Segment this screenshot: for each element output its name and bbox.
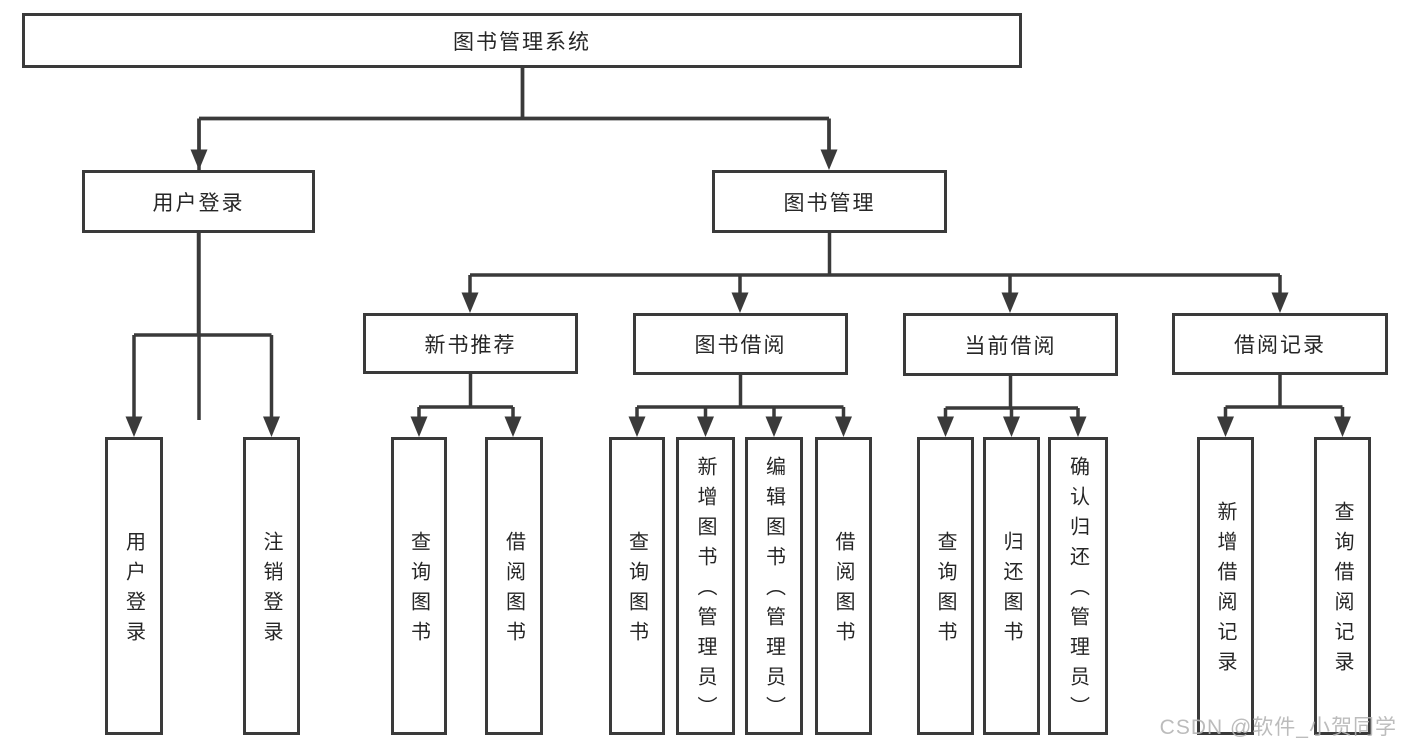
node-leaf-user-login: 用户登录	[105, 437, 163, 735]
leaf-label: 用户登录	[122, 531, 145, 651]
node-confirm-return-admin: 确认归还（管理员）	[1048, 437, 1108, 735]
node-book-management: 图书管理	[712, 170, 947, 233]
leaf-label: 查询借阅记录	[1331, 501, 1353, 681]
node-borrow-books-recommend: 借阅图书	[485, 437, 543, 735]
leaf-label: 新增借阅记录	[1214, 501, 1236, 681]
node-add-borrow-record: 新增借阅记录	[1197, 437, 1254, 735]
leaf-label: 编辑图书（管理员）	[762, 456, 785, 726]
leaf-label: 新增图书（管理员）	[694, 456, 716, 726]
node-query-books-current: 查询图书	[917, 437, 974, 735]
node-user-login: 用户登录	[82, 170, 315, 233]
node-add-book-admin: 新增图书（管理员）	[676, 437, 735, 735]
node-book-borrowing: 图书借阅	[633, 313, 848, 375]
node-query-borrow-record: 查询借阅记录	[1314, 437, 1371, 735]
leaf-label: 查询图书	[625, 531, 648, 651]
csdn-watermark: CSDN @软件_小贺同学	[1159, 716, 1397, 739]
node-query-books-recommend: 查询图书	[391, 437, 447, 735]
node-query-books-borrowing: 查询图书	[609, 437, 665, 735]
leaf-label: 查询图书	[934, 531, 956, 651]
leaf-label: 归还图书	[1000, 531, 1022, 651]
leaf-label: 确认归还（管理员）	[1066, 456, 1089, 726]
leaf-label: 注销登录	[260, 531, 282, 651]
leaf-label: 查询图书	[407, 531, 430, 651]
node-new-book-recommendation: 新书推荐	[363, 313, 578, 374]
node-borrowing-records: 借阅记录	[1172, 313, 1388, 375]
node-leaf-logout: 注销登录	[243, 437, 300, 735]
node-edit-book-admin: 编辑图书（管理员）	[745, 437, 803, 735]
node-return-books: 归还图书	[983, 437, 1040, 735]
node-current-borrowing: 当前借阅	[903, 313, 1118, 376]
leaf-label: 借阅图书	[832, 531, 854, 651]
leaf-label: 借阅图书	[502, 531, 525, 651]
node-library-management-system: 图书管理系统	[22, 13, 1022, 68]
node-borrow-books-borrowing: 借阅图书	[815, 437, 872, 735]
